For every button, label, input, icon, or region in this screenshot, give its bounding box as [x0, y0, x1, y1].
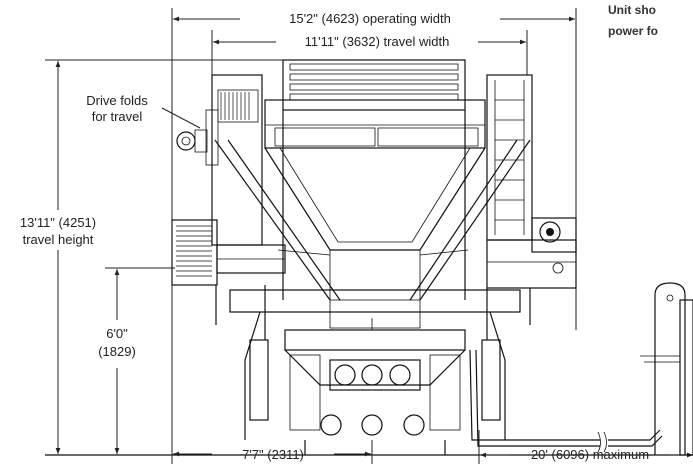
six-ft-line2: (1829): [98, 344, 136, 359]
drive-folds-line2: for travel: [92, 109, 143, 124]
travel-height-line1: 13'11" (4251): [20, 215, 96, 230]
travel-height-line2: travel height: [23, 232, 94, 247]
half-width-label: 7'7" (2311): [242, 447, 304, 462]
side-note-line2: power fo: [608, 24, 658, 38]
drive-folds-line1: Drive folds: [86, 93, 148, 108]
left-grille: [217, 89, 259, 123]
labels: Unit sho power fo 15'2" (4623) operating…: [20, 3, 658, 462]
dimension-lines: [45, 8, 693, 464]
side-note-line1: Unit sho: [608, 3, 656, 17]
cable-max-label: 20' (6096) maximum: [531, 447, 649, 462]
six-ft-line1: 6'0": [106, 326, 128, 341]
drive-folds-leader: [161, 107, 201, 129]
travel-width-label: 11'11" (3632) travel width: [305, 34, 450, 49]
operating-width-label: 15'2" (4623) operating width: [289, 11, 451, 26]
machine-drawing: [171, 59, 693, 456]
